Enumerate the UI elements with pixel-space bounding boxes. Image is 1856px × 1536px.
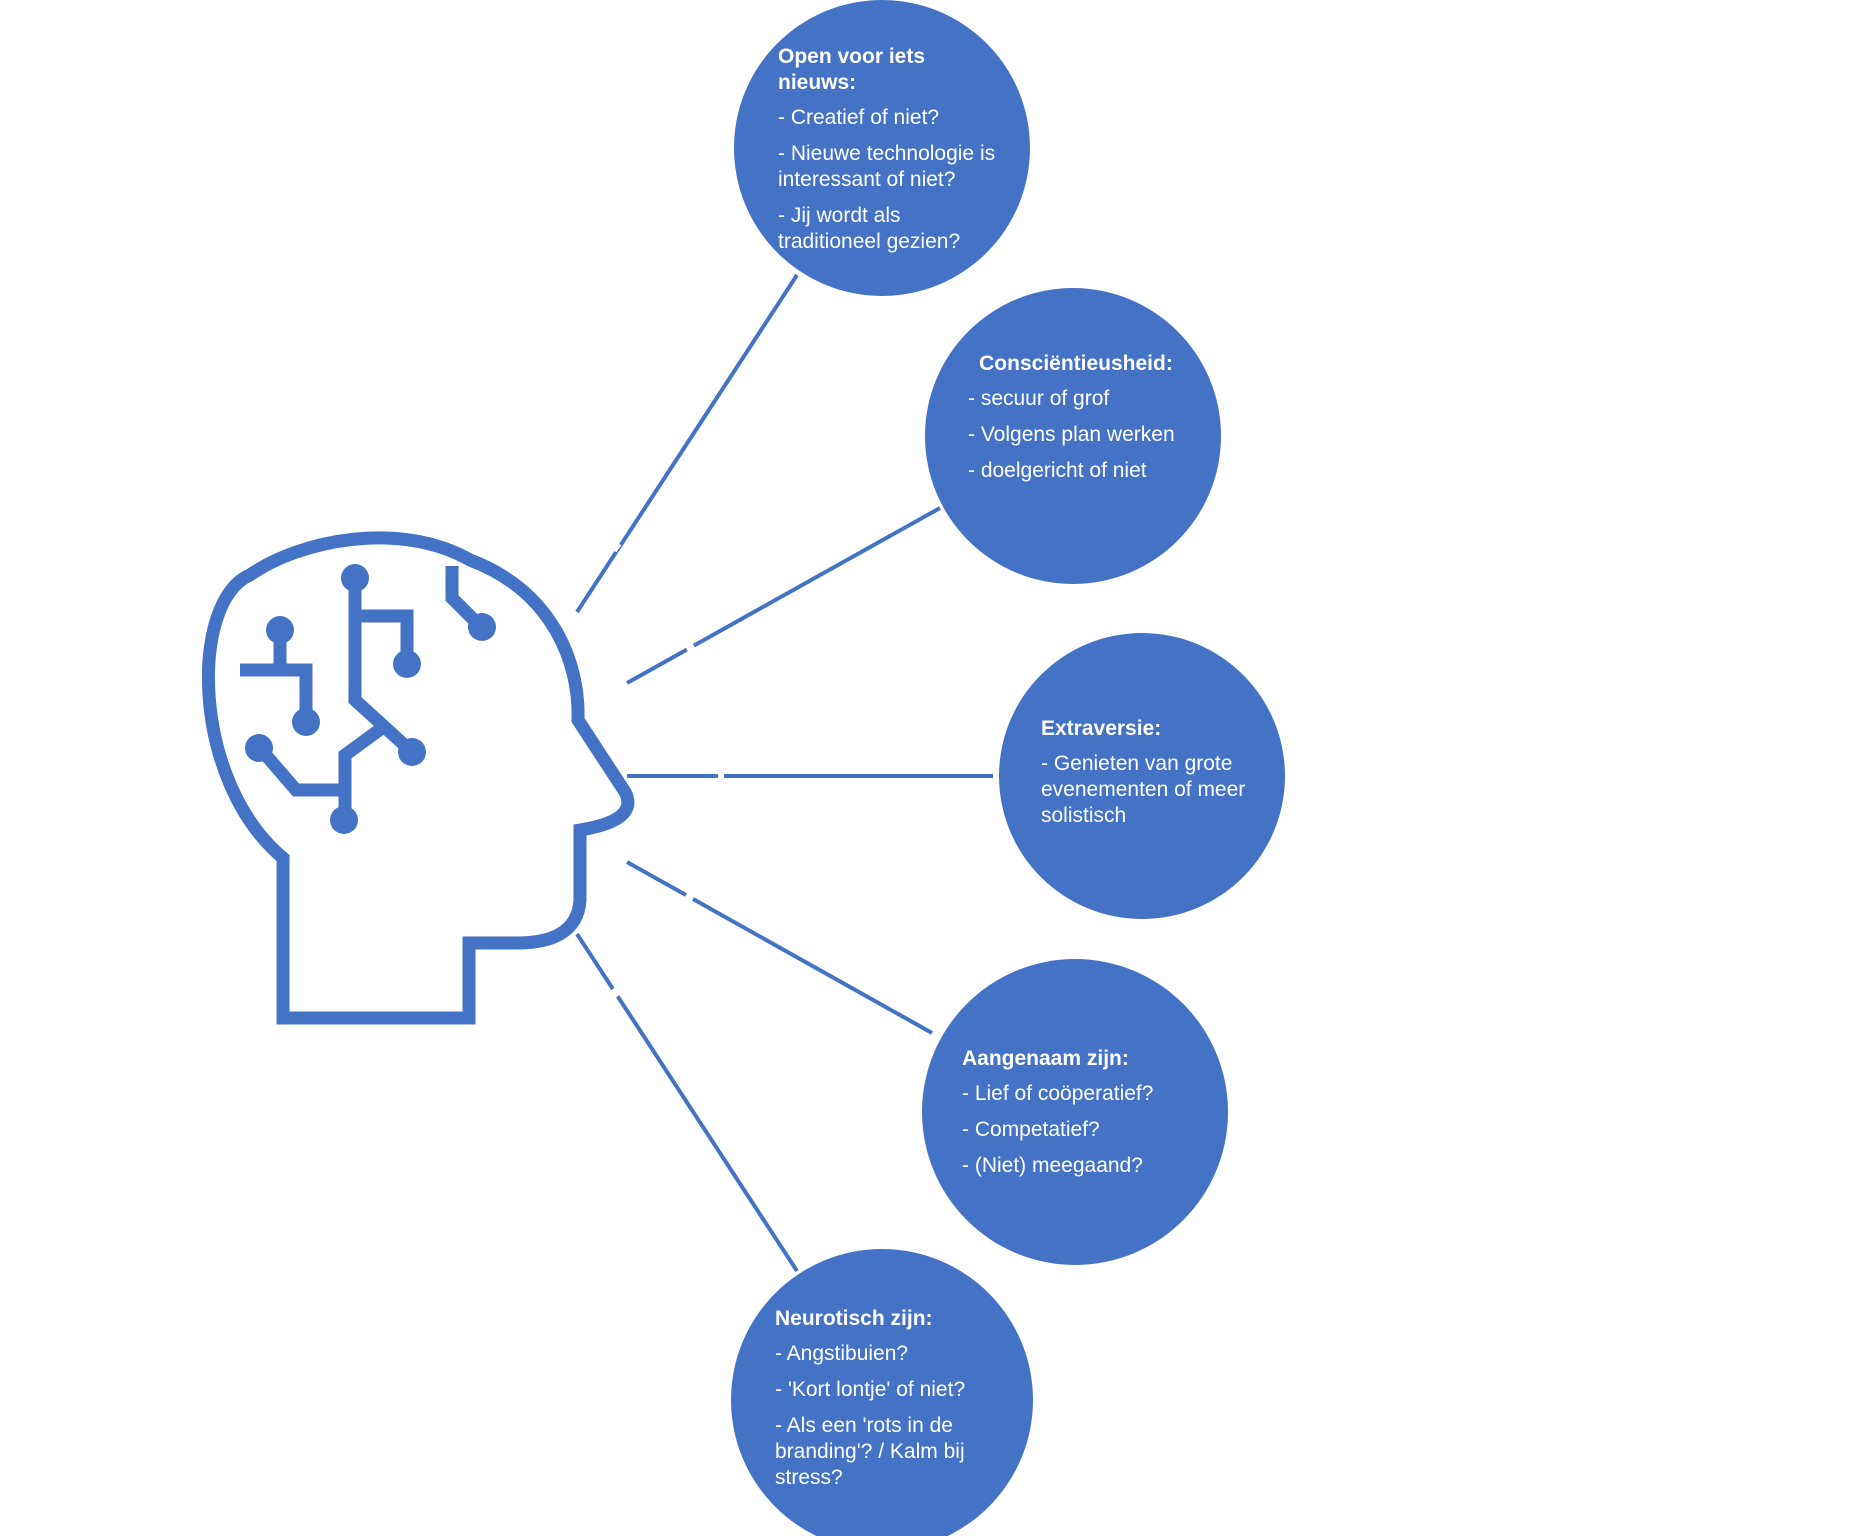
connector-gaps [609,540,724,999]
connector-agreeableness [626,860,933,1035]
circle-extraversion [999,633,1285,919]
circuit-node [245,734,273,762]
circuit-node [266,616,294,644]
circuit-node [341,564,369,592]
bubble-neuroticism: Neurotisch zijn: - Angstibuien? - 'Kort … [775,1306,995,1501]
bubble-title: Extraversie: [1041,717,1162,740]
circle-neuroticism [731,1249,1033,1536]
connector-conscientiousness [626,506,941,685]
bubble-open: Open voor iets nieuws: - Creatief of nie… [778,44,998,265]
circle-agreeableness [922,959,1228,1265]
bubble-title: Consciëntieusheid: [979,352,1173,375]
circuit-node [292,708,320,736]
bubble-item: - Nieuwe technologie is interessant of n… [778,142,996,191]
circuit-node [398,738,426,766]
circuit-trace [445,566,485,631]
bubble-item: - Volgens plan werken [968,423,1175,446]
circuit-trace [338,722,386,818]
circuit-trace [280,663,313,718]
bubble-item: - secuur of grof [968,387,1110,410]
bubble-item: - 'Kort lontje' of niet? [775,1378,966,1401]
head-outline [201,531,635,1025]
head-circuit-icon [201,531,635,1025]
bubble-item: - Creatief of niet? [778,106,940,129]
bubble-item: - Angstibuien? [775,1342,909,1365]
bubble-title: Aangenaam zijn: [962,1047,1129,1070]
bubble-title: Neurotisch zijn: [775,1307,933,1330]
circuit-trace [253,741,345,797]
bubble-agreeableness: Aangenaam zijn: - Lief of coöperatief? -… [962,1046,1182,1189]
circuit-node [330,806,358,834]
circuit-trace [355,609,414,662]
bubble-extraversion: Extraversie: - Genieten van grote evenem… [1041,716,1251,839]
connector-open [575,273,799,614]
bubble-item: - (Niet) meegaand? [962,1154,1143,1177]
circle-conscientiousness [925,288,1221,584]
bubble-item: - Genieten van grote evenementen of meer… [1041,752,1246,827]
circle-open [734,0,1030,296]
circuit-node [468,613,496,641]
circuit-nodes [245,564,496,834]
bubble-title: Open voor iets nieuws: [778,45,926,94]
bubble-circles [731,0,1285,1536]
connector-neuroticism [575,932,799,1273]
bubble-conscientiousness: Consciëntieusheid: - secuur of grof - Vo… [968,351,1184,494]
bubble-item: - Als een 'rots in de branding'? / Kalm … [775,1414,965,1489]
bubble-item: - Competatief? [962,1118,1100,1141]
bubble-item: - Jij wordt als traditioneel gezien? [778,204,961,253]
bubble-item: - Lief of coöperatief? [962,1082,1154,1105]
bubble-item: - doelgericht of niet [968,459,1147,482]
circuit-node [393,650,421,678]
